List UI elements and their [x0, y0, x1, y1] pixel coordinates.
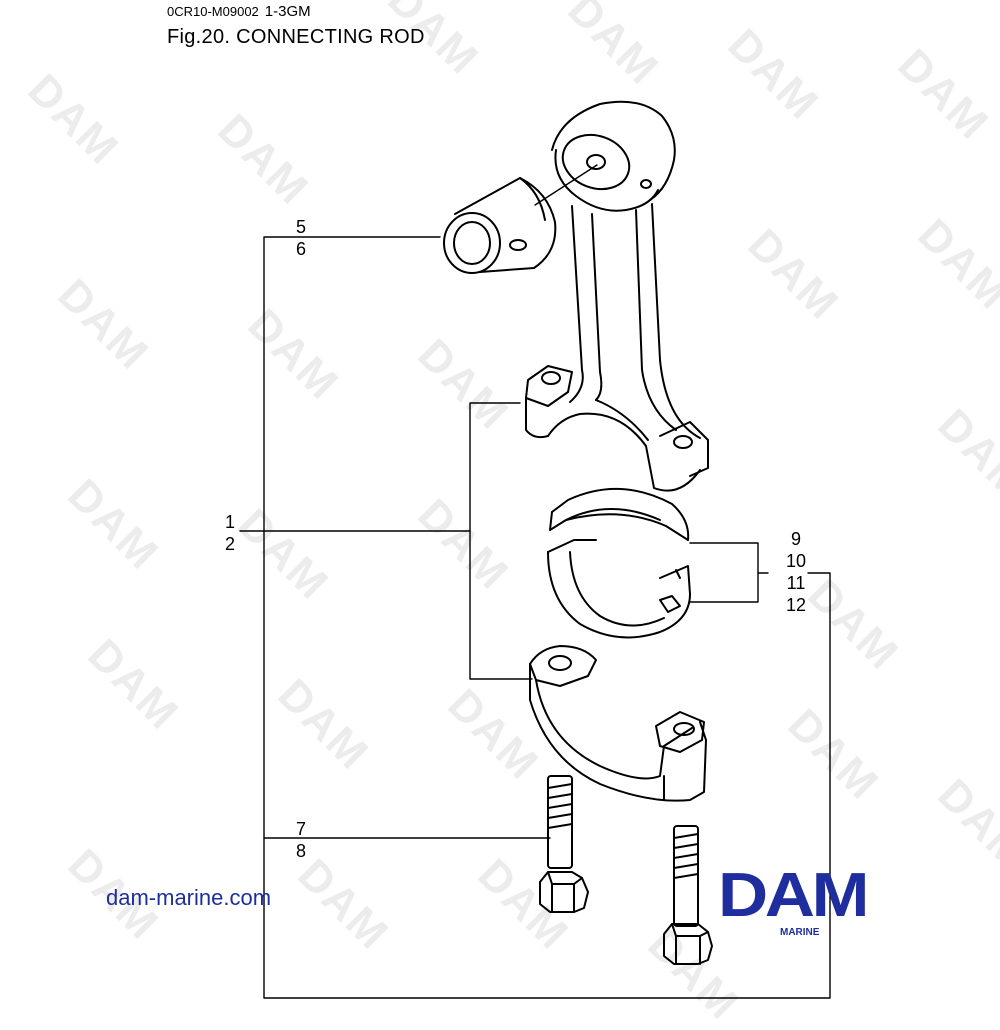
bracket-rod-assembly — [469, 402, 533, 680]
small-end-bushing — [443, 164, 598, 274]
rod-cap — [529, 645, 707, 802]
callout-11: 11 — [786, 573, 806, 593]
rod-bolt-left — [539, 775, 589, 913]
callout-2: 2 — [224, 534, 235, 554]
logo-text: DAM — [718, 861, 869, 930]
bracket-frame — [263, 236, 831, 999]
engine-model: 1-3GM — [264, 3, 311, 20]
connecting-rod-diagram — [239, 100, 831, 999]
website-link[interactable]: dam-marine.com — [106, 885, 272, 910]
figure-title: Fig.20. CONNECTING ROD — [167, 26, 425, 48]
dam-marine-logo: DAM MARINE — [718, 861, 898, 945]
leader-lines — [239, 236, 831, 999]
bearing-shell-upper — [549, 487, 690, 541]
callout-9: 9 — [790, 529, 801, 549]
connecting-rod — [525, 100, 709, 492]
callout-8: 8 — [295, 841, 306, 861]
callout-5: 5 — [295, 217, 306, 237]
callout-12: 12 — [785, 595, 807, 615]
callout-6: 6 — [295, 239, 306, 259]
document-number: 0CR10-M09002 — [167, 4, 259, 19]
callout-7: 7 — [295, 819, 306, 839]
leader-bearing-upper — [689, 542, 759, 603]
document-code: 0CR10-M09002 1-3GM — [167, 3, 311, 20]
bearing-shell-lower — [547, 539, 691, 639]
bushing-leader — [534, 164, 598, 206]
logo-subtitle: MARINE — [780, 927, 820, 938]
callout-10: 10 — [785, 551, 807, 571]
rod-bolt-right — [663, 825, 713, 965]
callout-1: 1 — [224, 512, 235, 532]
